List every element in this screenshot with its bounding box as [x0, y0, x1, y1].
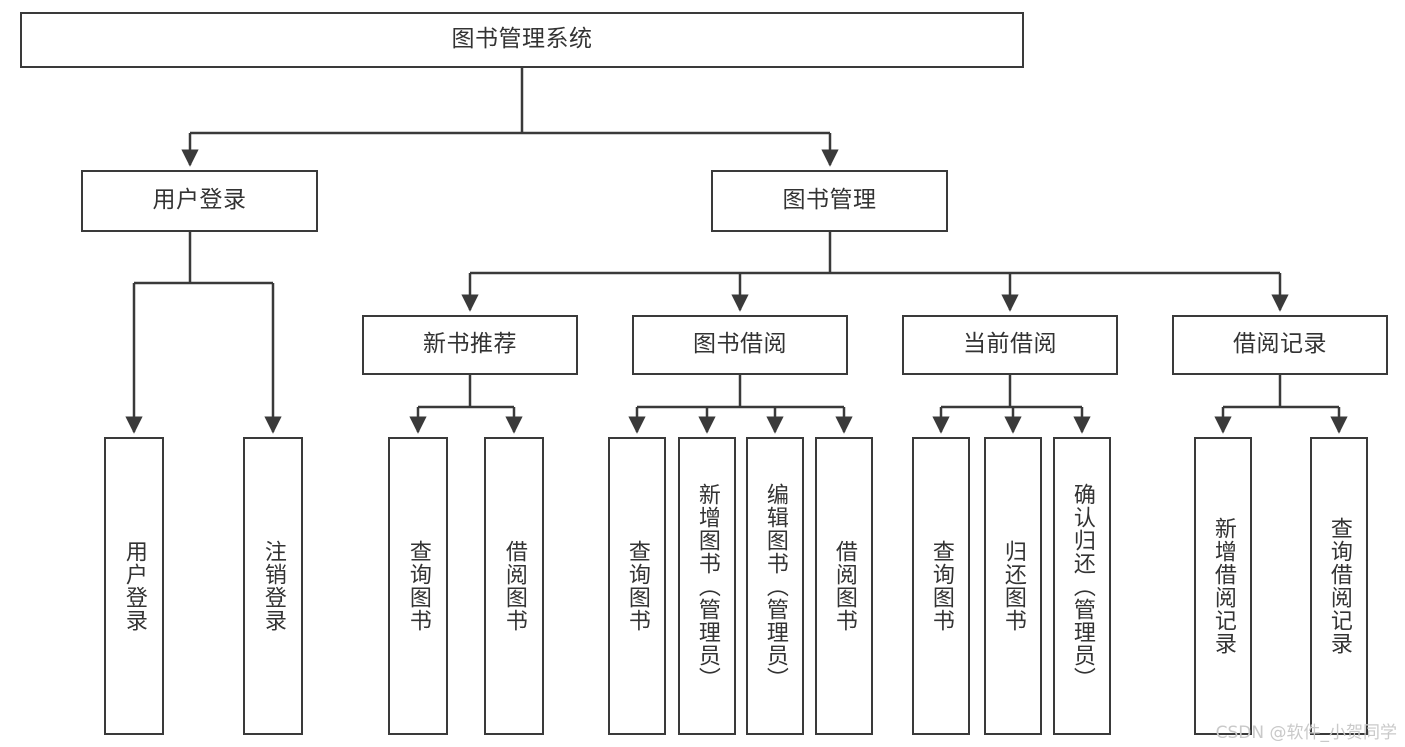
leaf-user-login-label: 用户登录: [121, 540, 147, 632]
leaf-user-login[interactable]: 用户登录: [104, 437, 164, 735]
leaf-edit-book-label: 编辑图书（管理员）: [762, 482, 788, 690]
node-current-borrow-label: 当前借阅: [963, 331, 1057, 358]
node-book-borrow[interactable]: 图书借阅: [632, 315, 848, 375]
node-book-borrow-label: 图书借阅: [693, 331, 787, 358]
leaf-edit-book[interactable]: 编辑图书（管理员）: [746, 437, 804, 735]
node-current-borrow[interactable]: 当前借阅: [902, 315, 1118, 375]
node-book-manage[interactable]: 图书管理: [711, 170, 948, 232]
leaf-query-book-current-label: 查询图书: [928, 540, 954, 632]
leaf-return-book-label: 归还图书: [1000, 540, 1026, 632]
leaf-borrow-book-recommend[interactable]: 借阅图书: [484, 437, 544, 735]
leaf-query-book-recommend-label: 查询图书: [405, 540, 431, 632]
node-user-login[interactable]: 用户登录: [81, 170, 318, 232]
leaf-borrow-book-recommend-label: 借阅图书: [501, 540, 527, 632]
leaf-return-book[interactable]: 归还图书: [984, 437, 1042, 735]
leaf-borrow-book-label: 借阅图书: [831, 540, 857, 632]
leaf-query-book-current[interactable]: 查询图书: [912, 437, 970, 735]
node-book-manage-label: 图书管理: [782, 187, 877, 214]
leaf-user-logout-label: 注销登录: [260, 540, 286, 632]
node-borrow-record[interactable]: 借阅记录: [1172, 315, 1388, 375]
leaf-add-borrow-record[interactable]: 新增借阅记录: [1194, 437, 1252, 735]
leaf-query-borrow-record[interactable]: 查询借阅记录: [1310, 437, 1368, 735]
leaf-add-book[interactable]: 新增图书（管理员）: [678, 437, 736, 735]
node-new-book-recommend[interactable]: 新书推荐: [362, 315, 578, 375]
node-root[interactable]: 图书管理系统: [20, 12, 1024, 68]
leaf-query-borrow-record-label: 查询借阅记录: [1326, 517, 1352, 655]
leaf-query-book-borrow[interactable]: 查询图书: [608, 437, 666, 735]
leaf-add-borrow-record-label: 新增借阅记录: [1210, 517, 1236, 655]
leaf-query-book-borrow-label: 查询图书: [624, 540, 650, 632]
node-borrow-record-label: 借阅记录: [1233, 331, 1327, 358]
leaf-query-book-recommend[interactable]: 查询图书: [388, 437, 448, 735]
leaf-user-logout[interactable]: 注销登录: [243, 437, 303, 735]
leaf-borrow-book[interactable]: 借阅图书: [815, 437, 873, 735]
leaf-confirm-return[interactable]: 确认归还（管理员）: [1053, 437, 1111, 735]
leaf-confirm-return-label: 确认归还（管理员）: [1069, 482, 1095, 690]
node-root-label: 图书管理系统: [451, 26, 593, 53]
leaf-add-book-label: 新增图书（管理员）: [694, 482, 720, 690]
csdn-watermark: CSDN @软件_小贺同学: [1215, 723, 1397, 743]
node-new-book-recommend-label: 新书推荐: [423, 331, 517, 358]
node-user-login-label: 用户登录: [152, 187, 247, 214]
